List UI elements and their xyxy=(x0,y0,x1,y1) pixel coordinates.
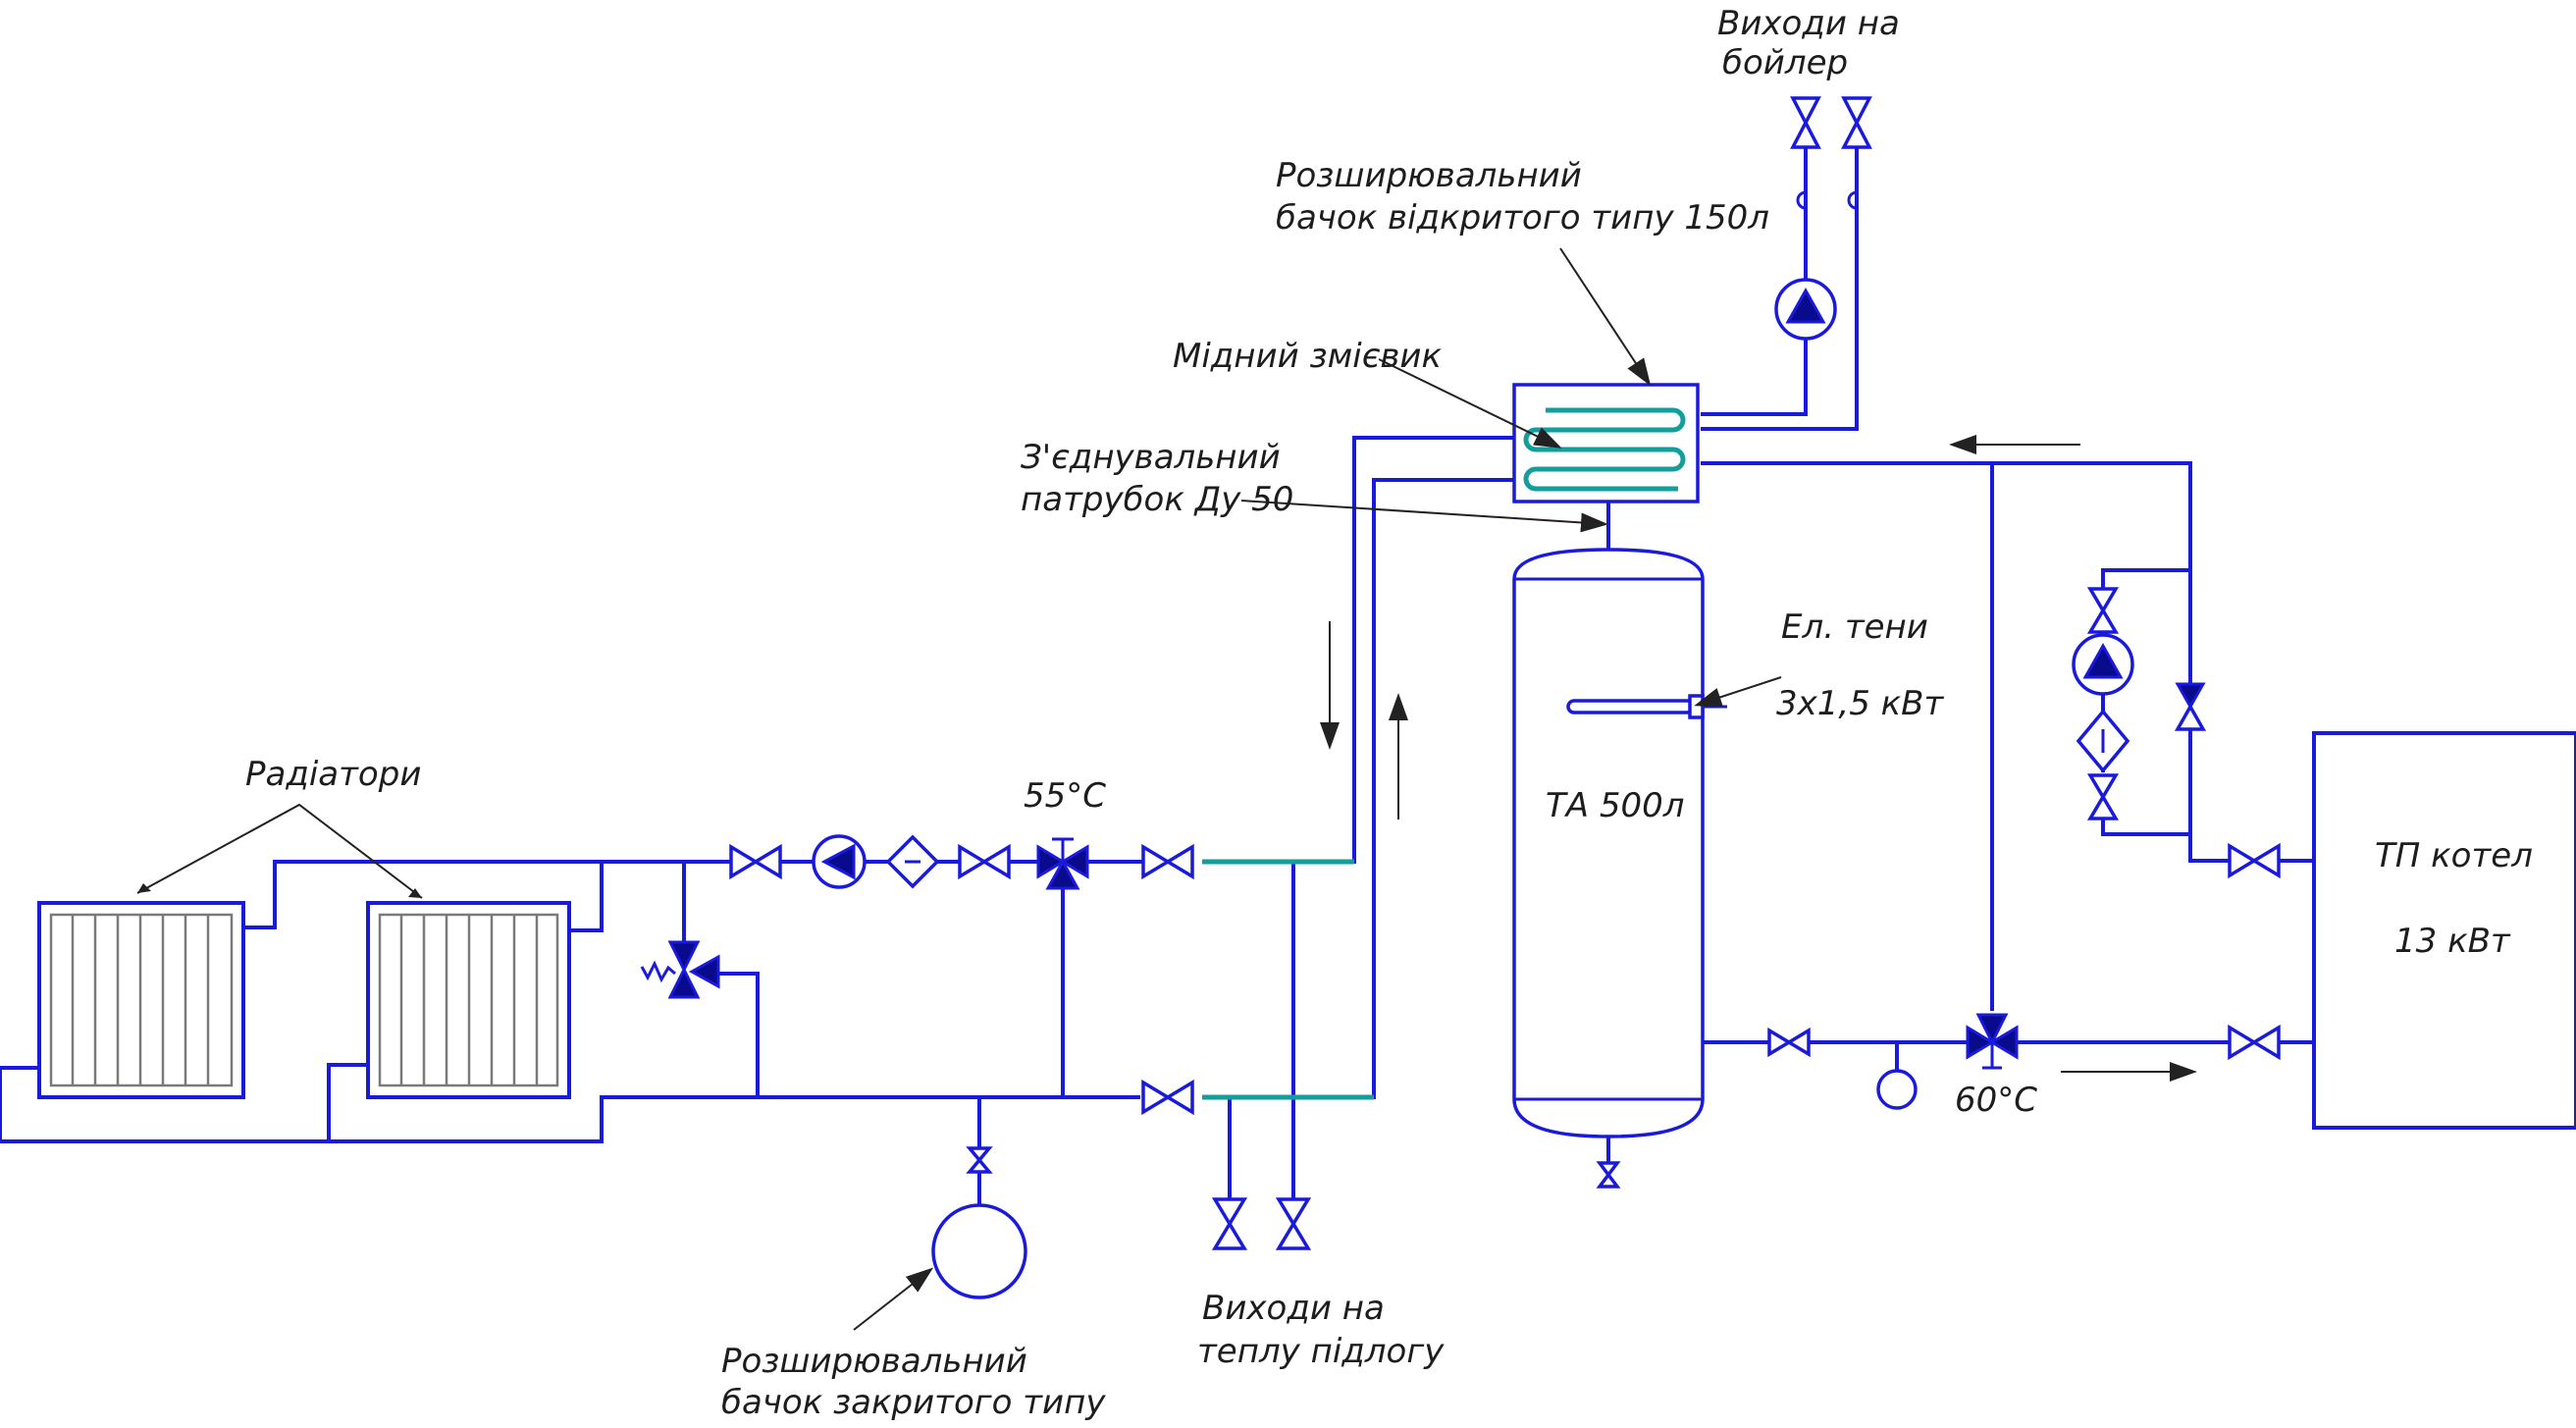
gate-valve-return xyxy=(1141,1079,1194,1116)
connector-line-2: патрубок Ду 50 xyxy=(1021,480,1293,519)
pump-boiler-icon xyxy=(1774,278,1837,341)
bypass-valve-2 xyxy=(2086,773,2120,820)
boiler-outputs-line-1: Виходи на xyxy=(1717,4,1900,43)
gate-valve-supply-1 xyxy=(729,843,782,880)
pipes xyxy=(0,145,2316,1214)
gate-valve-supply-3 xyxy=(1141,843,1194,880)
gate-valve-supply-2 xyxy=(958,843,1011,880)
floor-output-valve-1 xyxy=(1211,1197,1248,1250)
ta-tank-label: ТА 500л xyxy=(1546,786,1684,825)
gate-valve-bottom-2 xyxy=(2228,1024,2281,1061)
copper-coil xyxy=(1521,407,1686,494)
open-tank-line-1: Розширювальний xyxy=(1276,156,1582,195)
floor-output-valve-2 xyxy=(1275,1197,1312,1250)
ta-tank xyxy=(1512,548,1705,1138)
radiator-left xyxy=(37,901,245,1099)
boiler-outputs-line-2: бойлер xyxy=(1722,43,1848,82)
leader-lines xyxy=(136,247,1782,1331)
el-heaters-power-label: 3х1,5 кВт xyxy=(1776,684,1944,723)
text-labels: Виходи на бойлер Розширювальний бачок ві… xyxy=(245,4,2533,1422)
el-heaters-label: Ел. тени xyxy=(1781,608,1928,647)
floor-outputs-line-2: теплу підлогу xyxy=(1197,1332,1445,1371)
pump-bypass-icon xyxy=(2072,633,2134,696)
closed-tank-line-2: бачок закритого типу xyxy=(721,1383,1106,1422)
bypass-filter-icon xyxy=(2076,709,2130,773)
gate-valve-bottom-1 xyxy=(1767,1027,1811,1058)
boiler-power-label: 13 кВт xyxy=(2394,922,2511,961)
boiler-output-valve-2 xyxy=(1841,96,1872,210)
three-way-valve-60-icon xyxy=(1966,1013,2019,1070)
electric-heater-icon xyxy=(1566,694,1727,719)
temp-55-label: 55°С xyxy=(1024,776,1106,816)
bypass-valve-1 xyxy=(2086,587,2120,634)
flow-arrows xyxy=(1320,435,2197,1082)
closed-expansion-tank xyxy=(931,1146,1027,1299)
filter-icon xyxy=(885,834,940,889)
floor-outputs-line-1: Виходи на xyxy=(1202,1289,1385,1328)
boiler-name-label: ТП котел xyxy=(2375,836,2533,875)
three-way-valve-55-icon xyxy=(1036,837,1089,890)
solid-fuel-boiler xyxy=(2312,731,2576,1130)
pressure-relief-valve-icon xyxy=(640,940,720,999)
drain-valve-icon xyxy=(1596,1161,1621,1189)
open-tank-line-2: бачок відкритого типу 150л xyxy=(1276,198,1769,238)
temp-60-label: 60°С xyxy=(1955,1081,2037,1120)
copper-coil-label: Мідний змієвик xyxy=(1173,337,1442,376)
check-valve-icon xyxy=(2175,682,2206,731)
open-expansion-tank xyxy=(1512,383,1700,503)
boiler-output-valve-1 xyxy=(1790,96,1821,210)
pump-radiator-icon xyxy=(812,834,867,889)
radiators-label: Радіатори xyxy=(245,755,421,794)
expansion-vessel-small xyxy=(1876,1069,1918,1110)
connector-line-1: З'єднувальний xyxy=(1021,438,1281,477)
radiator-right xyxy=(366,901,571,1099)
closed-tank-line-1: Розширювальний xyxy=(721,1342,1027,1381)
gate-valve-top-boiler xyxy=(2228,842,2281,879)
